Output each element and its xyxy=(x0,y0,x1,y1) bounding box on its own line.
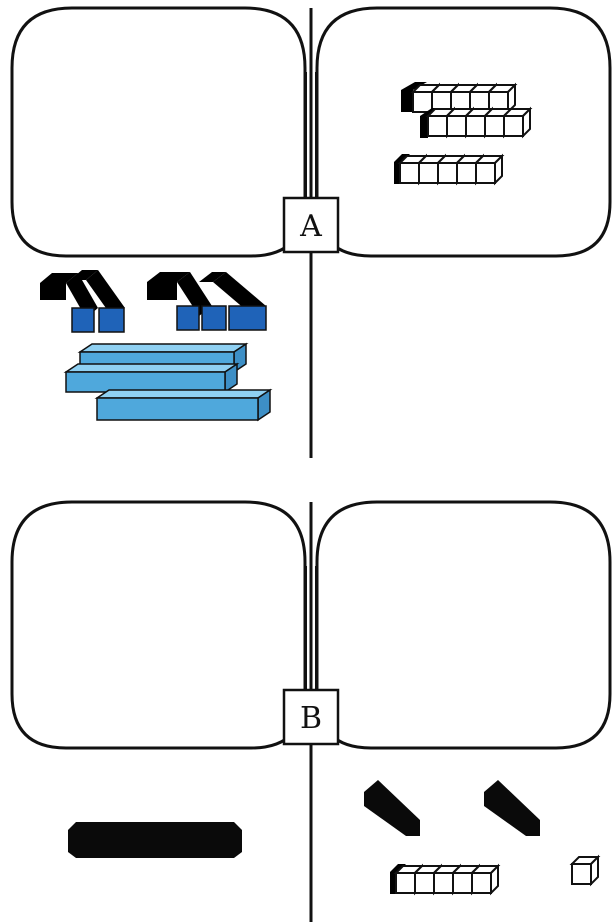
black-diagonal-block-2 xyxy=(484,780,540,836)
ten-strip-back xyxy=(401,82,516,113)
unit-cube xyxy=(571,856,599,885)
black-diagonal-block-1 xyxy=(364,780,420,836)
panel-label-box-a xyxy=(282,196,340,254)
right-mat-b xyxy=(315,500,612,750)
black-bar xyxy=(68,822,242,858)
five-strip-b xyxy=(390,864,499,894)
panel-b: B xyxy=(10,500,612,922)
panel-label-b: B xyxy=(300,701,322,736)
blue-rod-triple xyxy=(147,272,267,331)
ten-strip-front xyxy=(420,108,531,138)
long-blue-bar-2 xyxy=(63,362,240,394)
five-strip-a xyxy=(394,154,503,184)
panel-label-box-b xyxy=(282,688,340,746)
panel-label-a: A xyxy=(299,209,322,244)
blue-rod-pair xyxy=(40,270,125,333)
left-mat-a xyxy=(10,6,307,258)
panel-a: A xyxy=(10,6,612,458)
left-mat-b xyxy=(10,500,307,750)
long-blue-bar-3 xyxy=(94,388,273,422)
